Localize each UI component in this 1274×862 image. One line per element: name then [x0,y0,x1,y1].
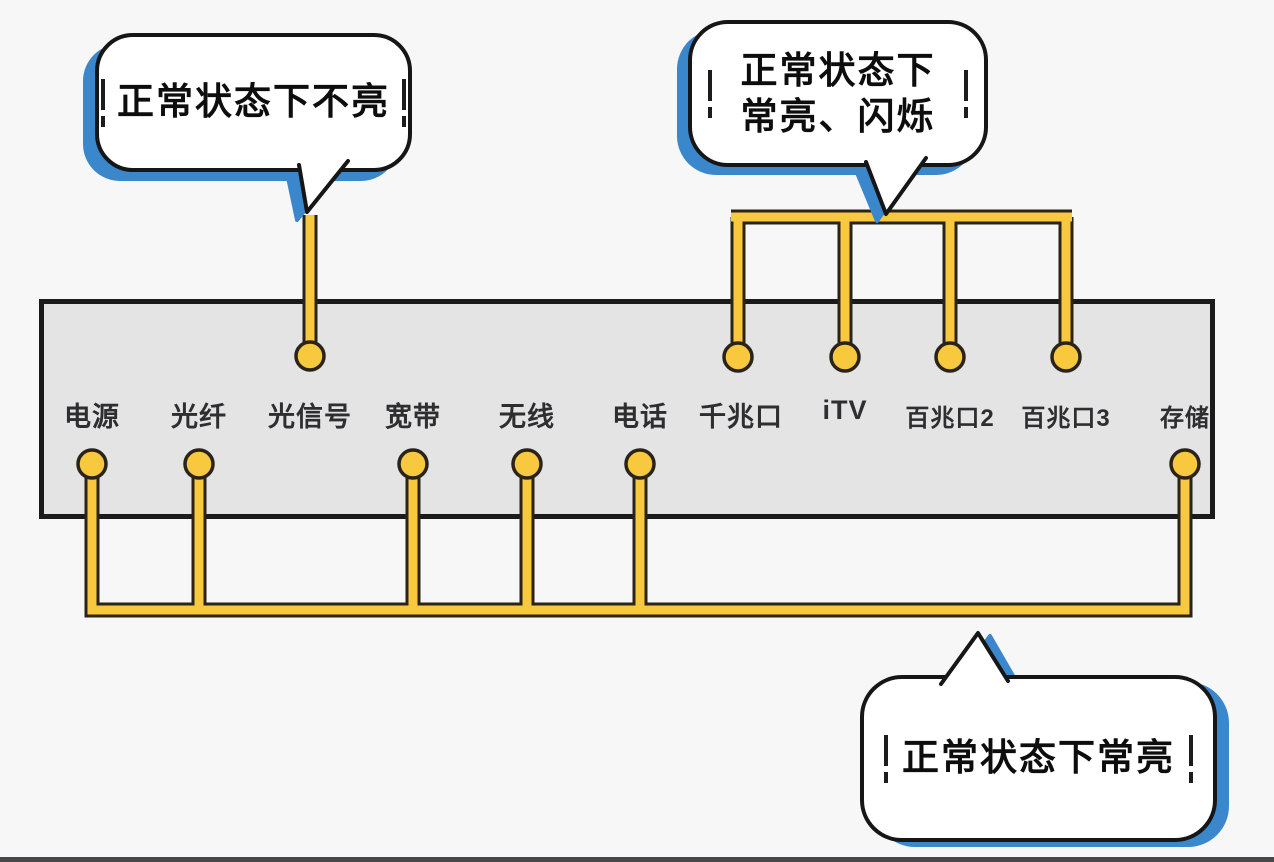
led-label-power: 电源 [64,402,120,432]
emphasis-mark-right [964,69,968,118]
led-label-fast-port3: 百兆口3 [1021,405,1111,432]
callout-optical-signal: 正常状态下不亮 [95,33,412,172]
emphasis-mark-left [708,69,712,118]
emphasis-mark-left [884,734,888,783]
callout-network-ports-line1: 正常状态下 [740,50,936,92]
callout-network-ports-line2: 常亮、闪烁 [740,95,936,137]
emphasis-mark-right [402,78,406,127]
led-label-wireless: 无线 [499,402,555,432]
led-label-fast-port2: 百兆口2 [905,405,995,432]
emphasis-mark-left [101,78,105,127]
led-label-fiber: 光纤 [171,402,227,432]
emphasis-mark-right [1189,734,1193,783]
callout-optical-signal-text: 正常状态下不亮 [117,81,390,123]
callout-steady-on: 正常状态下常亮 [860,675,1217,842]
led-label-itv: iTV [822,395,868,425]
tail-shadow-top-left [284,162,344,222]
led-label-optical-signal: 光信号 [268,402,352,432]
led-label-broadband: 宽带 [385,402,441,432]
led-label-gigabit-port: 千兆口 [699,402,783,432]
led-label-storage: 存储 [1160,405,1210,432]
bottom-edge-line [0,857,1274,862]
tail-shadow-top-right [853,162,919,223]
callout-steady-on-text: 正常状态下常亮 [902,737,1175,779]
callout-network-ports: 正常状态下 常亮、闪烁 [688,20,988,167]
led-label-phone: 电话 [612,402,668,432]
